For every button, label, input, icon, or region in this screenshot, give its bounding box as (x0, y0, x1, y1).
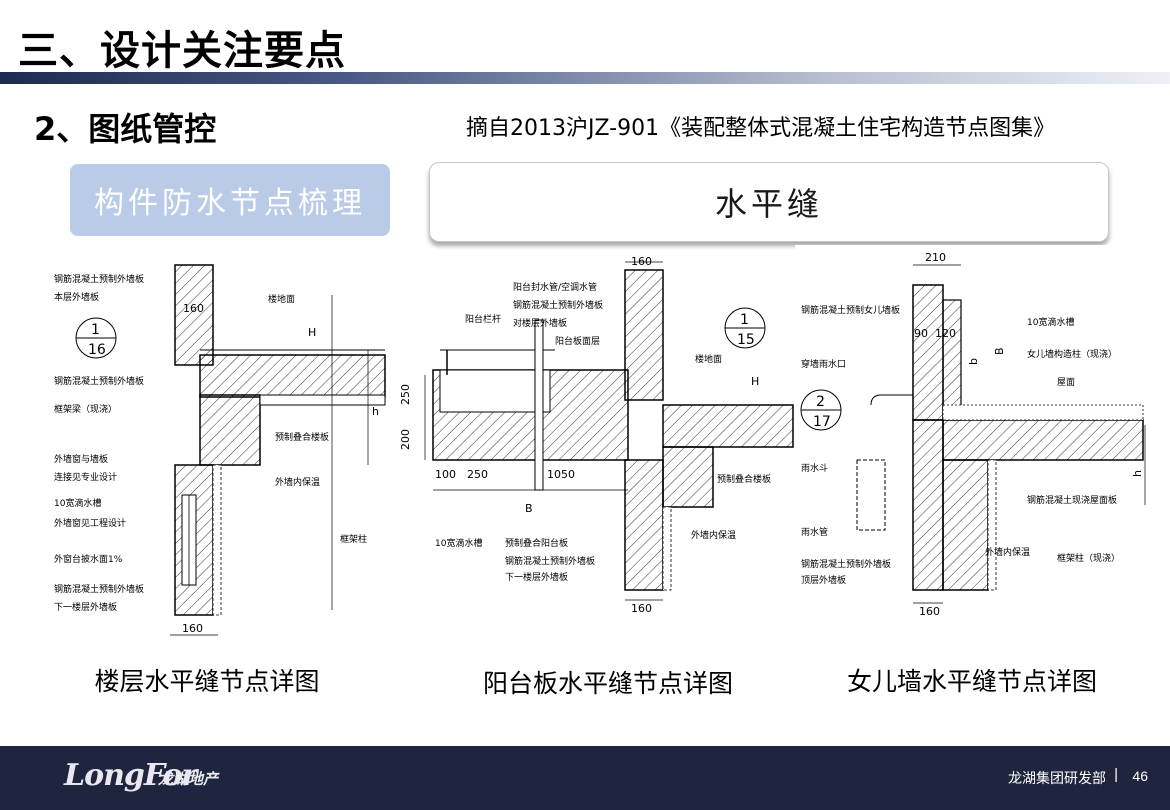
label-7: 预制叠合阳台板 (505, 537, 568, 549)
label-0: 钢筋混凝土预制外墙板 (54, 273, 144, 285)
dim-1050: 1050 (547, 468, 575, 481)
label-13: 外墙内保温 (275, 476, 320, 488)
index-top: 1 (91, 322, 100, 338)
label-0: 阳台栏杆 (465, 313, 501, 325)
label-4: 阳台板面层 (555, 335, 600, 347)
dim-200-v: 200 (399, 429, 412, 450)
footer-separator: | (1114, 766, 1118, 783)
category-tag: 构件防水节点梳理 (70, 164, 390, 236)
label-10: 钢筋混凝土现浇屋面板 (1027, 494, 1117, 506)
floor-joint-caption: 楼层水平缝节点详图 (94, 667, 320, 696)
dim-h-upper: H (308, 326, 316, 339)
dim-250: 250 (467, 468, 488, 481)
dim-b: B (525, 502, 533, 515)
company-logo-cn: 龙湖地产 (158, 770, 219, 788)
balcony-joint-drawing: 160 250 200 100 250 1050 B 160 H 1 15 阳台… (395, 250, 795, 620)
index-bottom: 17 (813, 414, 831, 430)
slide-title: 三、设计关注要点 (18, 28, 346, 74)
label-5: 楼地面 (695, 353, 722, 365)
department-name: 龙湖集团研发部 (1008, 771, 1106, 787)
label-1: 阳台封水管/空调水管 (513, 281, 597, 293)
dim-b-lower: b (967, 358, 980, 365)
category-tag-label: 构件防水节点梳理 (94, 186, 366, 221)
dim-h: h (1131, 470, 1144, 477)
label-11: 框架柱（现浇） (1057, 552, 1120, 564)
label-1: 10宽滴水槽 (1027, 316, 1074, 328)
label-10: 预制叠合楼板 (717, 473, 771, 485)
label-8: 顶层外墙板 (801, 574, 846, 586)
footer-bar: LongFor 龙湖地产 龙湖集团研发部 | 46 (0, 746, 1170, 810)
parapet-joint-drawing: 210 160 90 120 B b h 2 17 钢筋混凝土预制女儿墙板 10… (795, 245, 1160, 620)
dim-top: 160 (183, 302, 204, 315)
label-3: 框架梁（现浇） (54, 403, 117, 415)
label-7: 外墙窗见工程设计 (54, 517, 126, 529)
label-10: 下一楼层外墙板 (54, 601, 117, 613)
dim-90: 90 (914, 327, 928, 340)
dim-160: 160 (919, 605, 940, 618)
dim-bottom-160: 160 (631, 602, 652, 615)
label-5: 连接见专业设计 (54, 471, 117, 483)
dim-210: 210 (925, 251, 946, 264)
parapet-joint-caption: 女儿墙水平缝节点详图 (846, 667, 1097, 696)
label-9: 下一楼层外墙板 (505, 571, 568, 583)
company-logo: LongFor (64, 758, 197, 793)
dim-bottom: 160 (182, 622, 203, 635)
label-2: 钢筋混凝土预制外墙板 (54, 375, 144, 387)
label-3: 穿墙雨水口 (801, 358, 846, 370)
title-underline-bar (0, 72, 1170, 84)
page-number: 46 (1132, 768, 1148, 784)
dim-100: 100 (435, 468, 456, 481)
label-2: 女儿墙构造柱（现浇） (1027, 348, 1117, 360)
label-6: 10宽滴水槽 (54, 497, 101, 509)
label-5: 雨水斗 (801, 462, 828, 474)
label-4: 外墙窗与墙板 (54, 453, 108, 465)
index-bottom: 16 (88, 342, 106, 358)
label-9: 外墙内保温 (985, 546, 1030, 558)
label-4: 屋面 (1057, 377, 1075, 388)
index-bottom: 15 (737, 332, 755, 348)
balcony-joint-caption: 阳台板水平缝节点详图 (482, 669, 733, 698)
label-7: 钢筋混凝土预制外墙板 (801, 558, 891, 570)
joint-type-label: 水平缝 (714, 185, 823, 223)
floor-joint-drawing: 160 160 H h 1 16 钢筋混凝土预制外墙板 本层外墙板 钢筋混凝土预… (50, 250, 395, 645)
label-0: 钢筋混凝土预制女儿墙板 (801, 304, 900, 316)
index-top: 1 (740, 312, 749, 328)
label-11: 外墙内保温 (691, 529, 736, 541)
label-8: 外窗台披水面1% (54, 553, 123, 565)
label-3: 对楼层外墙板 (513, 317, 567, 329)
label-2: 钢筋混凝土预制外墙板 (513, 299, 603, 311)
dim-top-160: 160 (631, 255, 652, 268)
source-reference: 摘自2013沪JZ-901《装配整体式混凝土住宅构造节点图集》 (466, 116, 1056, 141)
label-8: 钢筋混凝土预制外墙板 (505, 555, 595, 567)
dim-250-v: 250 (399, 384, 412, 405)
label-14: 框架柱 (340, 533, 367, 545)
label-1: 本层外墙板 (54, 291, 99, 303)
joint-type-header: 水平缝 (429, 162, 1109, 242)
label-12: 预制叠合楼板 (275, 431, 329, 443)
dim-120: 120 (935, 327, 956, 340)
label-6: 雨水管 (801, 526, 828, 538)
section-subtitle: 2、图纸管控 (34, 110, 217, 148)
dim-h: H (751, 375, 759, 388)
label-9: 钢筋混凝土预制外墙板 (54, 583, 144, 595)
dim-b-upper: B (993, 347, 1006, 355)
index-top: 2 (816, 394, 825, 410)
label-11: 楼地面 (268, 293, 295, 305)
label-6: 10宽滴水槽 (435, 537, 482, 549)
dim-h-lower: h (372, 405, 379, 418)
